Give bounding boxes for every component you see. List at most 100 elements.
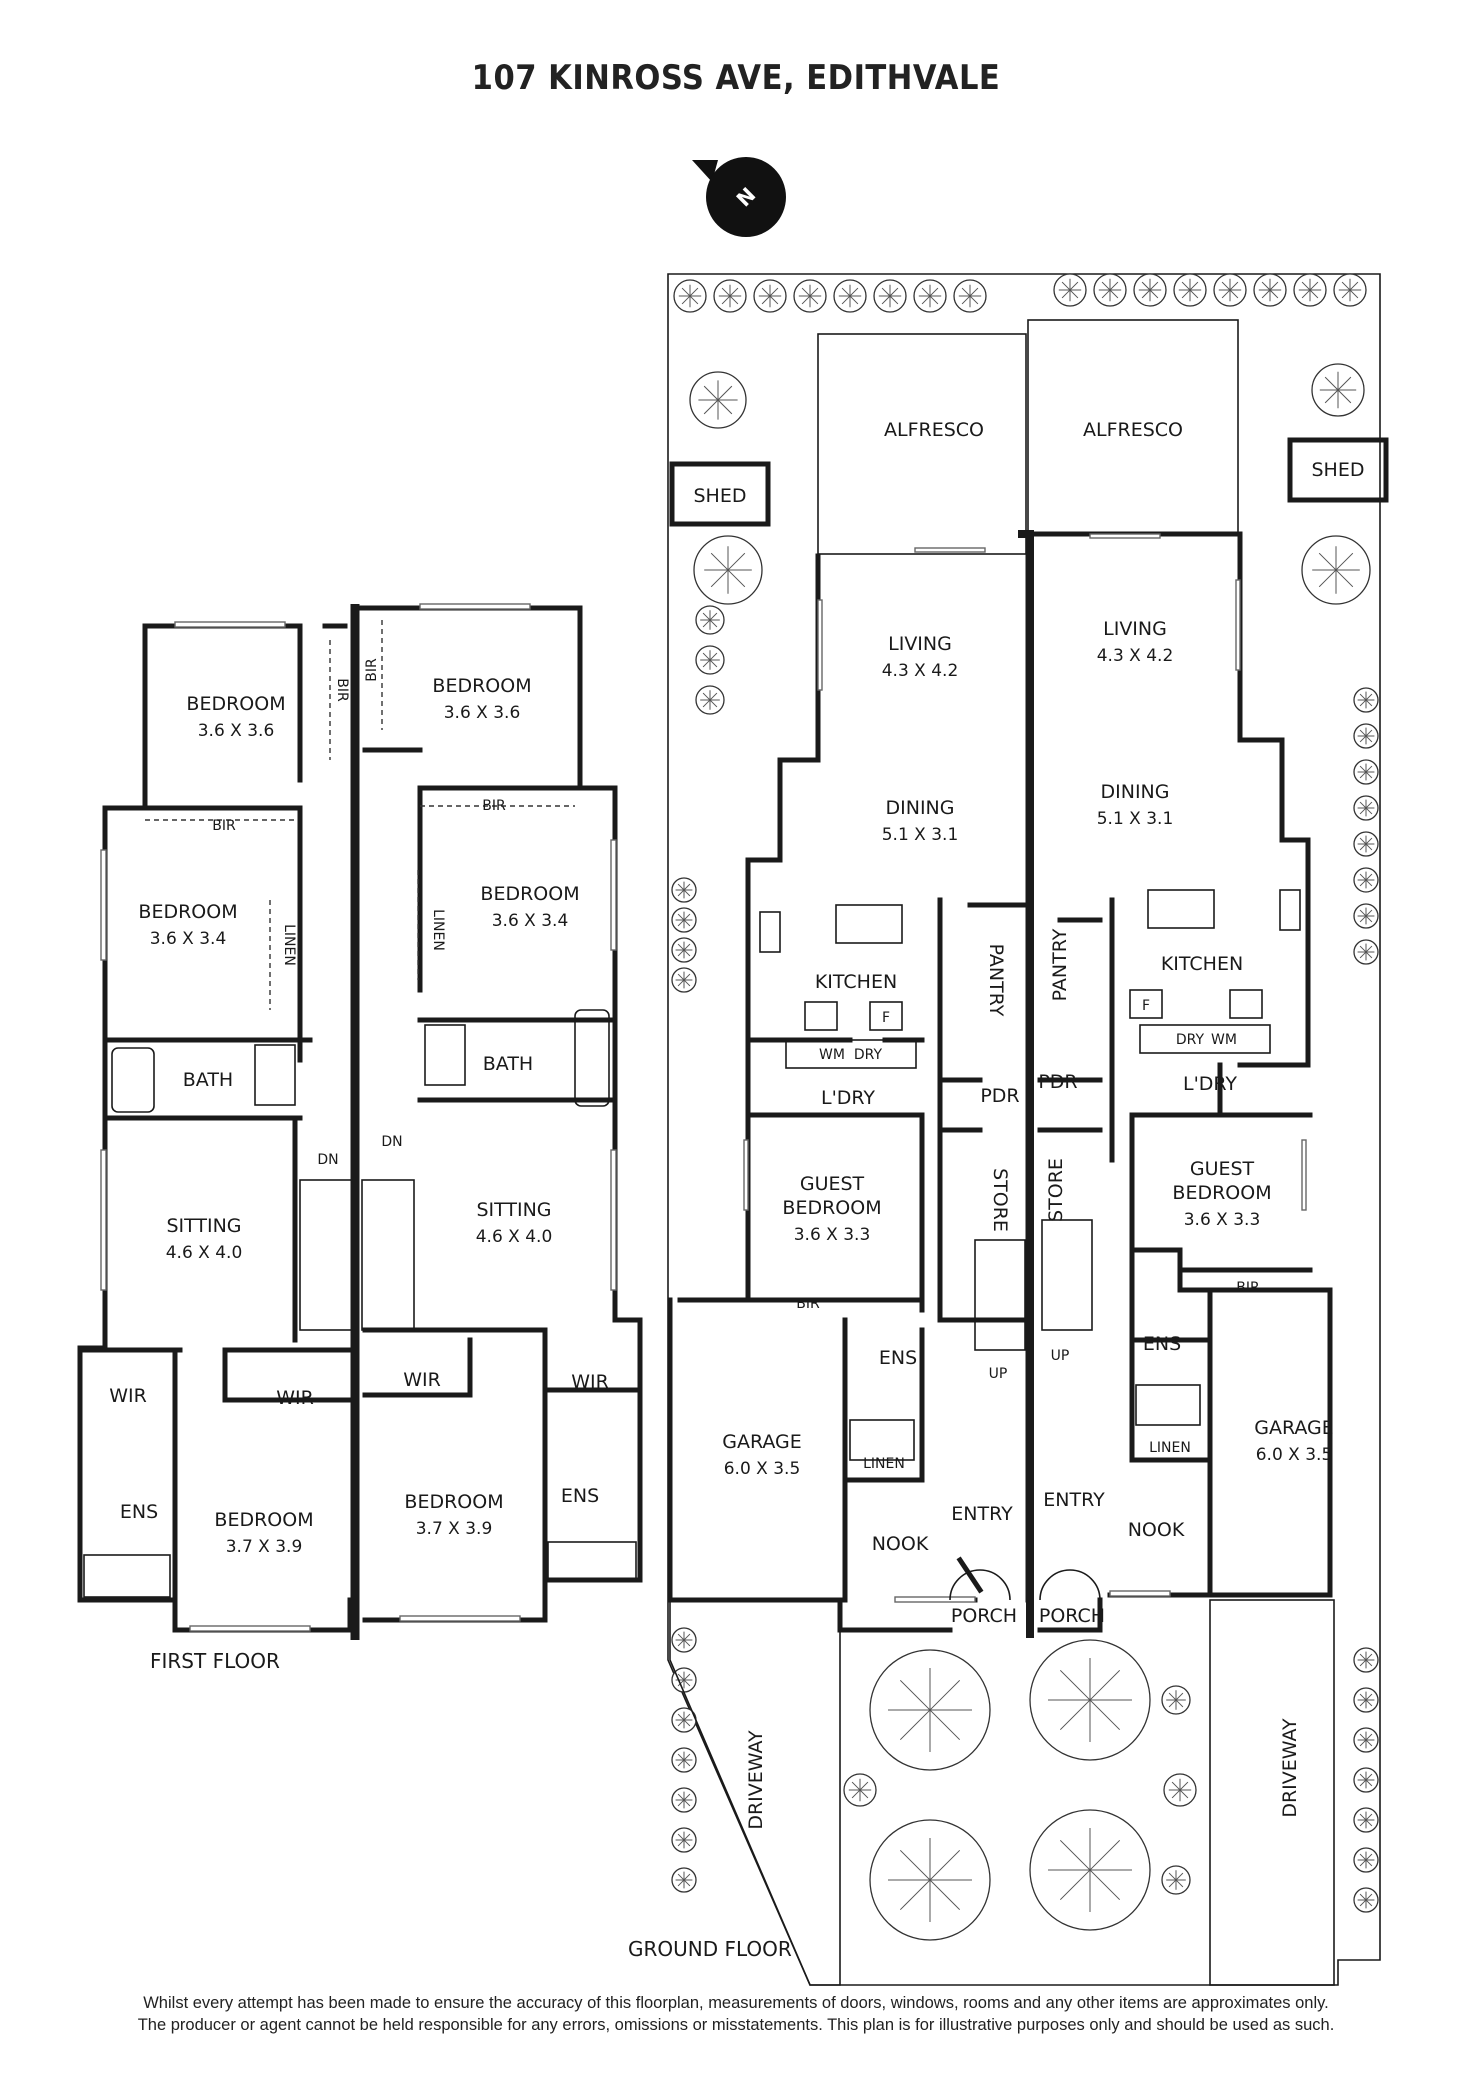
dry-left-label: DRY [854,1047,883,1063]
linen-ground-left: LINEN [863,1456,905,1472]
nook-left-label: NOOK [872,1533,929,1555]
ff-right-bir2: BIR [482,798,506,814]
entry-left-label: ENTRY [951,1503,1013,1525]
first-floor-label: FIRST FLOOR [150,1649,280,1673]
porch-right-label: PORCH [1039,1605,1105,1627]
guest-right-dim: 3.6 X 3.3 [1184,1210,1261,1230]
disclaimer-line-1: Whilst every attempt has been made to en… [143,1994,1329,2012]
ff-right-bedroom1-label: BEDROOM [432,675,531,697]
ens-ground-left: ENS [879,1347,917,1369]
landscaping-shrubs [671,273,1379,1941]
driveway-right [1209,1599,1335,1986]
ff-right-wir1: WIR [403,1369,441,1391]
driveway-left-label: DRIVEWAY [745,1730,767,1830]
ldry-right-label: L'DRY [1183,1073,1237,1095]
first-stairs-right [361,1179,415,1331]
ff-left-bedroom1-label: BEDROOM [186,693,285,715]
guest-left-dim: 3.6 X 3.3 [794,1225,871,1245]
alfresco-left [817,333,1027,555]
bir-ground-right: BIR [1236,1280,1260,1296]
ff-right-bath: BATH [483,1053,533,1075]
ground-stairs-right [1041,1219,1093,1331]
ff-right-ens: ENS [561,1485,599,1507]
fridge-left-label: F [882,1010,890,1026]
ff-left-linen: LINEN [281,924,297,966]
guest-right-label-1: GUEST [1190,1158,1255,1180]
plan-title: 107 KINROSS AVE, EDITHVALE [471,58,1001,98]
ff-right-bedroom3-dim: 3.7 X 3.9 [416,1519,493,1539]
living-right-label: LIVING [1103,618,1167,640]
ff-left-bedroom3-label: BEDROOM [214,1509,313,1531]
up-right-label: UP [1051,1348,1070,1364]
pdr-right-label: PDR [1038,1071,1077,1093]
ff-right-bedroom2-label: BEDROOM [480,883,579,905]
alfresco-right-label: ALFRESCO [1083,419,1183,441]
porch-left-label: PORCH [951,1605,1017,1627]
linen-ground-right: LINEN [1149,1440,1191,1456]
garage-right-dim: 6.0 X 3.5 [1256,1445,1333,1465]
ground-floor-label: GROUND FLOOR [628,1937,792,1961]
kitchen-left-label: KITCHEN [815,971,897,993]
shed-left-label: SHED [694,485,747,507]
living-left-label: LIVING [888,633,952,655]
ff-right-dn: DN [381,1134,402,1150]
driveway-right-label: DRIVEWAY [1279,1718,1301,1818]
bir-ground-left: BIR [796,1296,820,1312]
ground-floor-plan: SHED SHED ALFRESCO ALFRESCO LIVING 4.3 X… [628,273,1389,1986]
ff-left-bir1: BIR [334,678,350,702]
first-stairs-left [299,1179,353,1331]
living-left-dim: 4.3 X 4.2 [882,661,959,681]
north-compass-icon: N [692,157,786,237]
ff-left-bir2: BIR [212,818,236,834]
garage-left-dim: 6.0 X 3.5 [724,1459,801,1479]
driveway-left [669,1599,841,1986]
ff-left-bath: BATH [183,1069,233,1091]
store-right-label: STORE [1045,1158,1067,1222]
dining-left-label: DINING [886,797,955,819]
ff-left-sitting-dim: 4.6 X 4.0 [166,1243,243,1263]
dry-right-label: DRY [1176,1032,1205,1048]
pantry-right-label: PANTRY [1049,928,1071,1001]
ff-left-bedroom2-label: BEDROOM [138,901,237,923]
guest-left-label-2: BEDROOM [782,1197,881,1219]
shed-right [1287,437,1389,503]
living-right-dim: 4.3 X 4.2 [1097,646,1174,666]
wm-left-label: WM [819,1047,845,1063]
wm-right-label: WM [1211,1032,1237,1048]
guest-right-label-2: BEDROOM [1172,1182,1271,1204]
pantry-left-label: PANTRY [985,944,1007,1017]
shed-right-label: SHED [1312,459,1365,481]
guest-left-label-1: GUEST [800,1173,865,1195]
ff-left-wir2: WIR [276,1387,314,1409]
ff-left-bedroom3-dim: 3.7 X 3.9 [226,1537,303,1557]
pdr-left-label: PDR [980,1085,1019,1107]
store-left-label: STORE [989,1168,1011,1232]
shed-left [669,461,771,527]
ff-right-wir2: WIR [571,1371,609,1393]
kitchen-right-label: KITCHEN [1161,953,1243,975]
garage-left-label: GARAGE [722,1431,802,1453]
ff-right-linen: LINEN [430,909,446,951]
ff-right-bedroom1-dim: 3.6 X 3.6 [444,703,521,723]
alfresco-left-label: ALFRESCO [884,419,984,441]
ff-left-bedroom2-dim: 3.6 X 3.4 [150,929,227,949]
dining-right-dim: 5.1 X 3.1 [1097,809,1174,829]
entry-right-label: ENTRY [1043,1489,1105,1511]
dining-right-label: DINING [1101,781,1170,803]
ground-stairs-left [974,1239,1026,1351]
ff-right-bedroom3-label: BEDROOM [404,1491,503,1513]
dining-left-dim: 5.1 X 3.1 [882,825,959,845]
ens-ground-right: ENS [1143,1333,1181,1355]
ldry-left-label: L'DRY [821,1087,875,1109]
ff-right-sitting-label: SITTING [476,1199,551,1221]
fridge-right-label: F [1142,998,1150,1014]
nook-right-label: NOOK [1128,1519,1185,1541]
ff-left-ens: ENS [120,1501,158,1523]
disclaimer-line-2: The producer or agent cannot be held res… [137,2016,1335,2034]
ff-left-wir1: WIR [109,1385,147,1407]
ff-right-sitting-dim: 4.6 X 4.0 [476,1227,553,1247]
ff-left-sitting-label: SITTING [166,1215,241,1237]
disclaimer: Whilst every attempt has been made to en… [0,1992,1472,2036]
up-left-label: UP [989,1366,1008,1382]
